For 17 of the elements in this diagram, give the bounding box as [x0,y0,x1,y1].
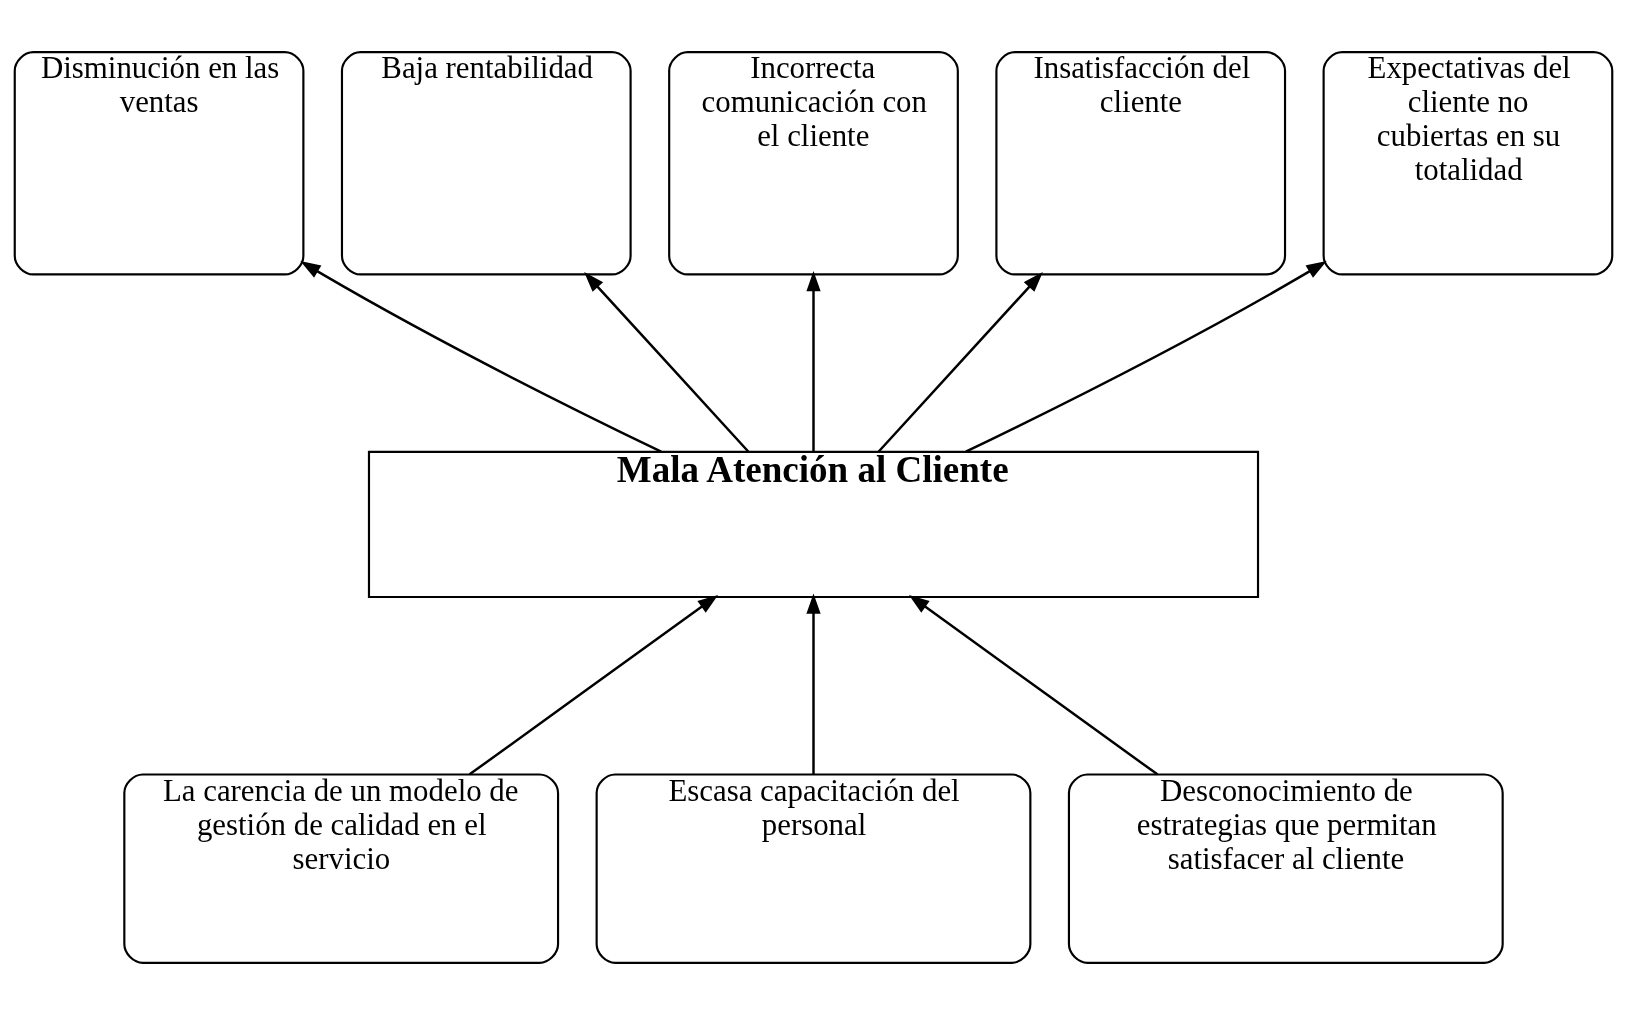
arrow [468,594,719,776]
node-box: Incorrecta comunicación con el cliente [668,51,959,276]
node-box: Escasa capacitación del personal [595,773,1032,964]
node-box: Expectativas del cliente no cubiertas en su totalidad [1322,51,1614,276]
node-box: Disminución en las ventas [13,51,305,276]
arrow [806,270,821,452]
arrow [300,260,662,453]
arrow [908,594,1159,776]
arrow [877,271,1043,453]
arrow [965,260,1327,453]
node-box: Baja rentabilidad [340,51,632,276]
node-box: Mala Atención al Cliente [367,450,1260,599]
node-box: Desconocimiento de estrategias que permitan satisfacer al cliente [1067,773,1504,964]
node-box: Insatisfacción del cliente [995,51,1287,276]
arrow [584,271,750,453]
arrow [806,593,821,775]
node-box: La carencia de un modelo de gestión de calidad en el servicio [123,773,560,964]
